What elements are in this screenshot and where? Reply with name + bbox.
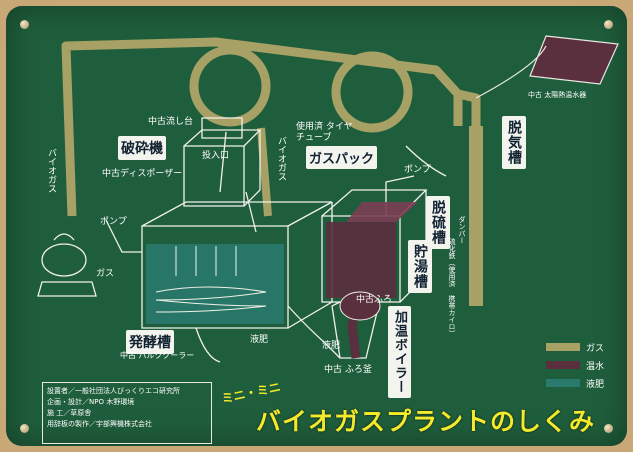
plant-illustration xyxy=(37,35,619,363)
credit-line-1: 設置者／一般社団法人びっくりエコ研究所 xyxy=(47,387,180,395)
chalkboard: 破砕機 ガスパック 脱気槽 脱硫槽 貯湯槽 加温ボイラー 発酵槽 中古流し台 投… xyxy=(6,6,627,446)
legend-swatch-hot-water xyxy=(546,361,580,369)
credits-box: 設置者／一般社団法人びっくりエコ研究所 企画・設計／NPO 木野環境 施 工／草… xyxy=(42,382,212,444)
label-fermenter: 発酵槽 xyxy=(126,330,174,354)
desulfurizer-column xyxy=(469,126,483,306)
legend-swatch-gas xyxy=(546,343,580,351)
legend-text-gas: ガス xyxy=(586,343,605,354)
legend-text-hot-water: 温水 xyxy=(586,361,605,372)
gas-coil-right xyxy=(331,51,413,133)
label-desulfurizer: 脱気槽 xyxy=(502,116,526,169)
credit-line-2: 企画・設計／NPO 木野環境 xyxy=(47,398,135,406)
note-used-bath: 中古ふろ xyxy=(356,295,393,305)
note-biogas-mid: バイオガス xyxy=(276,136,286,181)
gas-pipe-down xyxy=(257,127,272,217)
credit-line-4: 用辞板の製作／宇部興機株式会社 xyxy=(47,420,152,428)
label-heater: 加温ボイラー xyxy=(388,306,411,398)
pin-bottom-right xyxy=(604,424,613,433)
pin-bottom-left xyxy=(20,424,29,433)
fermenter-liquid xyxy=(146,244,284,324)
hot-water-fill xyxy=(326,222,396,298)
legend: ガス 温水 液肥 xyxy=(546,338,604,392)
note-used-bath2: 中古 ふろ釜 xyxy=(324,365,372,375)
solar-heater xyxy=(529,35,619,85)
note-tube: 使用済 タイヤチューブ xyxy=(296,122,353,143)
pin-top-left xyxy=(20,20,29,29)
hot-water-top xyxy=(346,202,418,222)
legend-liquid: 液肥 xyxy=(546,374,604,392)
note-damper: ダンパー xyxy=(458,216,466,244)
note-sink: 中古流し台 xyxy=(148,117,194,127)
legend-hot-water: 温水 xyxy=(546,356,604,374)
note-disposer: 中古ディスポーザー xyxy=(102,169,183,179)
note-biogas-left: バイオガス xyxy=(46,148,56,193)
pin-top-right xyxy=(604,20,613,29)
note-recycle: 硫化鉄（使用済 携帯カイロ） xyxy=(448,238,456,337)
legend-text-liquid: 液肥 xyxy=(586,379,605,390)
chalk-outlines xyxy=(37,117,447,363)
credit-line-3: 施 工／草原舎 xyxy=(47,409,92,417)
heater-boiler xyxy=(339,291,381,321)
gas-coil-left xyxy=(189,45,271,127)
label-crusher: 破砕機 xyxy=(118,136,166,160)
note-cooler: 中古 バルククーラー xyxy=(120,351,195,360)
note-liquid-fert: 液肥 xyxy=(250,335,269,345)
heating-coil xyxy=(155,246,267,313)
legend-gas: ガス xyxy=(546,338,604,356)
label-gas-pack: ガスパック xyxy=(306,146,378,169)
solar-pipe xyxy=(475,45,547,99)
note-gas-left: ガス xyxy=(96,269,115,279)
note-pump-right: ポンプ xyxy=(404,165,431,175)
page-title: バイオガスプラントのしくみ xyxy=(256,407,596,436)
note-liquid-fert2: 液肥 xyxy=(322,341,341,351)
note-inlet: 投入口 xyxy=(202,151,230,161)
note-pump-left: ポンプ xyxy=(100,217,127,227)
note-solar: 中古 太陽熱温水器 xyxy=(528,91,587,99)
label-hot-tank: 貯湯槽 xyxy=(408,240,432,293)
legend-swatch-liquid xyxy=(546,379,580,387)
